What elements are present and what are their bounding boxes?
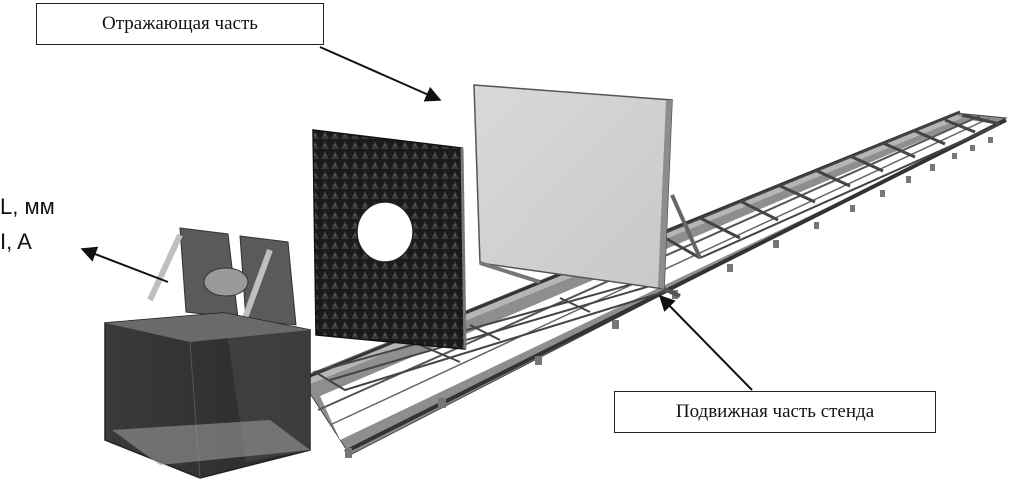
- callout-movable-part-text: Подвижная часть стенда: [675, 401, 875, 422]
- label-current-unit: I, A: [0, 229, 32, 254]
- absorber-panel: [312, 129, 467, 350]
- label-length-unit: L, мм: [0, 194, 55, 219]
- callout-reflecting-part: Отражающая часть: [36, 3, 324, 45]
- reflecting-panel: [473, 84, 702, 298]
- rail-cross-members: [659, 111, 1001, 260]
- arrow-sensor-readout: [80, 246, 169, 283]
- arrow-reflecting-part: [319, 46, 442, 102]
- callout-movable-part: Подвижная часть стенда: [614, 391, 936, 433]
- callout-reflecting-part-text: Отражающая часть: [102, 13, 258, 34]
- arrow-movable-part: [658, 294, 753, 391]
- emitter-unit: [104, 227, 311, 479]
